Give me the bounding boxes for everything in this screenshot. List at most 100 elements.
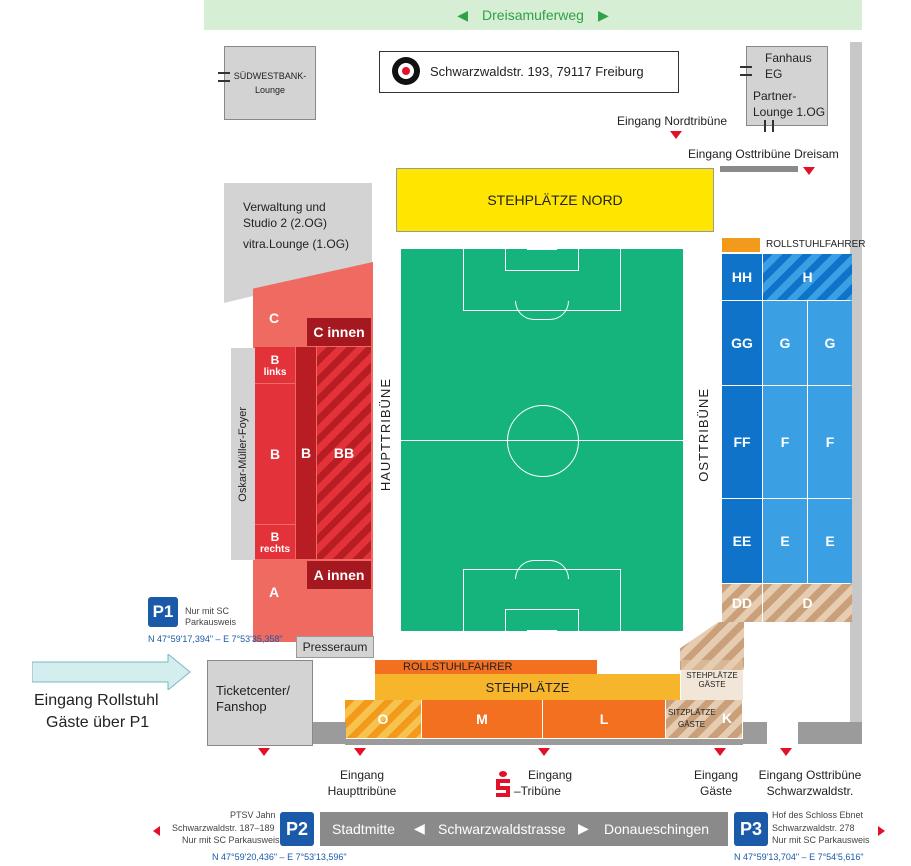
p2-info-2: Schwarzwaldstr. 187–189: [172, 823, 275, 833]
block-f-2[interactable]: F: [808, 386, 852, 498]
entrance-marker-icon[interactable]: [354, 748, 366, 756]
stehplaetze-gaeste-label-2: GÄSTE: [698, 680, 726, 689]
arrow-left-icon: ◀: [414, 820, 425, 836]
p2-badge[interactable]: P2: [280, 812, 314, 846]
entrance-marker-icon[interactable]: [803, 167, 815, 175]
block-d[interactable]: D: [763, 584, 852, 622]
p2-badge-label: P2: [285, 818, 309, 839]
south-road: [798, 722, 862, 744]
block-f-1-label: F: [780, 434, 790, 450]
fanhaus-label: Fanhaus: [765, 51, 812, 65]
block-bb[interactable]: BB: [317, 347, 371, 559]
block-k-label: K: [722, 710, 733, 726]
block-a-innen-label: A innen: [313, 567, 365, 583]
stehplaetze-gaeste-label: STEHPLÄTZE: [686, 671, 738, 680]
block-ee[interactable]: EE: [722, 499, 762, 583]
ticketcenter-fanshop[interactable]: Ticketcenter/ Fanshop: [207, 660, 313, 746]
entrance-haupt-label-2: Haupttribüne: [327, 784, 397, 798]
block-b-rechts-label: B: [270, 529, 280, 544]
wheelchair-label-2: Gäste über P1: [46, 714, 150, 731]
osttribuene-label-wrap: OSTTRIBÜNE: [694, 380, 712, 490]
direction-right-icon: [878, 826, 885, 836]
entrance-marker-icon[interactable]: [670, 131, 682, 139]
block-l[interactable]: L: [543, 700, 665, 738]
stehplaetze-gaeste[interactable]: STEHPLÄTZE GÄSTE: [681, 660, 743, 700]
entrance-marker-icon[interactable]: [780, 748, 792, 756]
haupttribuene-label: HAUPTTRIBÜNE: [377, 378, 393, 492]
center-circle: [507, 405, 579, 477]
block-h-label: H: [802, 269, 813, 285]
block-a-innen[interactable]: A innen: [307, 561, 371, 589]
goal-area-north: [505, 248, 579, 271]
block-g-2[interactable]: G: [808, 301, 852, 385]
block-c[interactable]: C: [268, 310, 280, 326]
south-road: [743, 722, 767, 744]
sitzplaetze-gaeste[interactable]: SITZPLÄTZE GÄSTE K: [666, 700, 742, 738]
block-g-2-label: G: [824, 335, 836, 351]
block-b[interactable]: B: [255, 384, 295, 524]
p3-info-3: Nur mit SC Parkausweis: [772, 835, 870, 845]
schwarzwaldstrasse-road: [320, 812, 728, 846]
p1-badge[interactable]: P1: [148, 597, 178, 627]
door-icon: [772, 120, 774, 132]
road-label-schwarzwaldstrasse: Schwarzwaldstrasse: [438, 821, 566, 837]
suedwestbank-label-2: Lounge: [254, 85, 286, 95]
p1-coords: N 47°59'17,394" – E 7°53'35,358": [148, 634, 283, 644]
penalty-area-north: [463, 248, 621, 311]
stehplaetze-nord-label: STEHPLÄTZE NORD: [487, 192, 623, 208]
presseraum: Presseraum: [296, 636, 374, 658]
p3-badge[interactable]: P3: [734, 812, 768, 846]
entrance-marker-icon[interactable]: [258, 748, 270, 756]
ticketcenter-label: Ticketcenter/: [216, 683, 290, 698]
block-b-rechts[interactable]: B rechts: [255, 525, 295, 559]
block-c-innen[interactable]: C innen: [307, 318, 371, 346]
suedwestbank-label: SÜDWESTBANK-: [233, 71, 307, 81]
osttribuene-label: OSTTRIBÜNE: [695, 388, 711, 482]
south-road: [312, 722, 346, 744]
block-b-links[interactable]: B links: [255, 347, 295, 383]
block-hh-label: HH: [731, 269, 753, 285]
block-b-inner[interactable]: B: [296, 347, 316, 559]
rollstuhlfahrer-south[interactable]: ROLLSTUHLFAHRER: [375, 660, 597, 674]
block-e-2[interactable]: E: [808, 499, 852, 583]
p3-info-2: Schwarzwaldstr. 278: [772, 823, 855, 833]
stehplaetze-south[interactable]: STEHPLÄTZE: [375, 674, 680, 700]
block-h[interactable]: H: [763, 254, 852, 300]
block-m-label: M: [476, 711, 488, 727]
entrance-gaeste-label-1: Eingang: [693, 768, 739, 782]
entrance-haupt-label-1: Eingang: [339, 768, 385, 782]
sc-freiburg-logo-icon: [392, 57, 420, 85]
block-dd-label: DD: [731, 595, 753, 611]
block-o[interactable]: O: [345, 700, 421, 738]
block-dd[interactable]: DD: [722, 584, 762, 622]
door-icon: [740, 66, 752, 68]
street-label-dreisamuferweg: Dreisamuferweg: [482, 7, 584, 23]
block-a[interactable]: A: [268, 584, 280, 600]
block-m[interactable]: M: [422, 700, 542, 738]
road-label-stadtmitte: Stadtmitte: [332, 821, 396, 837]
door-icon: [764, 120, 766, 132]
block-g-1[interactable]: G: [763, 301, 807, 385]
address-text: Schwarzwaldstr. 193, 79117 Freiburg: [430, 64, 644, 79]
block-ff[interactable]: FF: [722, 386, 762, 498]
block-hh[interactable]: HH: [722, 254, 762, 300]
arrow-right-icon: ▶: [578, 820, 589, 836]
penalty-arc-south: [515, 560, 569, 579]
road-label-donaueschingen: Donaueschingen: [604, 821, 710, 837]
stehplaetze-south-label: STEHPLÄTZE: [485, 679, 570, 695]
partner-lounge-floor: Lounge 1.OG: [753, 105, 826, 119]
block-gg[interactable]: GG: [722, 301, 762, 385]
block-f-1[interactable]: F: [763, 386, 807, 498]
block-e-1[interactable]: E: [763, 499, 807, 583]
penalty-arc-north: [515, 301, 569, 320]
dreisamuferweg-bar: ◀ Dreisamuferweg ▶: [204, 0, 862, 30]
entrance-marker-icon[interactable]: [538, 748, 550, 756]
goal-area-south: [505, 609, 579, 632]
block-b-links-label-2: links: [263, 366, 287, 378]
block-ff-label: FF: [733, 434, 751, 450]
entrance-marker-icon[interactable]: [714, 748, 726, 756]
entrance-osttribuene-dreisam-label: Eingang Osttribüne Dreisam: [688, 147, 839, 161]
fanshop-label: Fanshop: [216, 699, 267, 714]
sitzplaetze-gaeste-label: SITZPLÄTZE: [668, 708, 716, 717]
stehplaetze-nord[interactable]: STEHPLÄTZE NORD: [396, 168, 714, 232]
